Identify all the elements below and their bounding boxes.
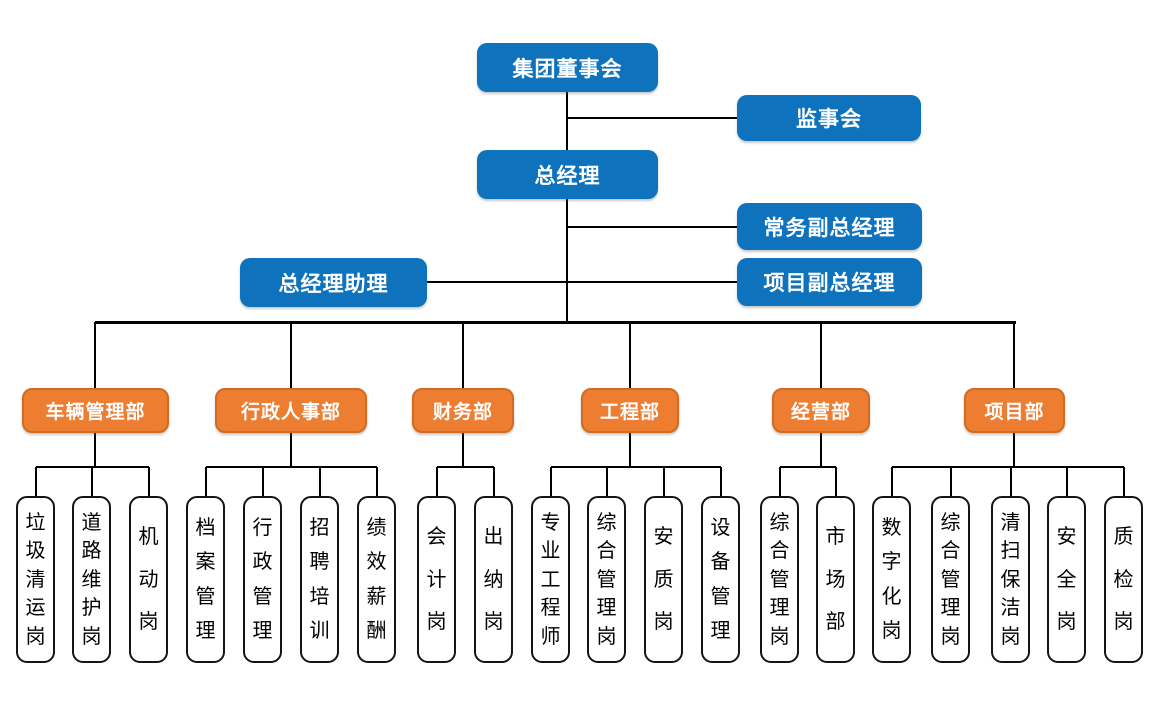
- dept-finance: 财务部: [412, 388, 514, 433]
- connector-drop: [205, 467, 207, 496]
- position-general-management: 综合管理岗: [760, 496, 799, 663]
- dept-vehicle-management: 车辆管理部: [22, 388, 169, 433]
- connector-drop: [376, 467, 378, 496]
- position-safety-quality: 安质岗: [644, 496, 683, 663]
- position-accounting: 会计岗: [417, 496, 456, 663]
- connector-stub: [629, 433, 631, 467]
- node-general-manager: 总经理: [477, 150, 658, 199]
- connector-child-bar: [437, 466, 494, 468]
- connector-drop: [148, 467, 150, 496]
- connector-drop: [629, 322, 631, 388]
- connector-supervisory: [567, 117, 739, 119]
- position-archives-management: 档案管理: [186, 496, 225, 663]
- connector-child-bar: [551, 466, 721, 468]
- connector-drop: [606, 467, 608, 496]
- position-cashier: 出纳岗: [474, 496, 513, 663]
- connector-drop: [663, 467, 665, 496]
- position-general-management: 综合管理岗: [931, 496, 970, 663]
- position-administrative-management: 行政管理: [243, 496, 282, 663]
- connector-drop: [779, 467, 781, 496]
- connector-stub: [462, 433, 464, 467]
- connector-child-bar: [780, 466, 836, 468]
- position-professional-engineer: 专业工程师: [531, 496, 570, 663]
- connector-drop: [436, 467, 438, 496]
- connector-drop: [462, 322, 464, 388]
- node-project-deputy-gm: 项目副总经理: [737, 258, 922, 306]
- position-garbage-collection: 垃圾清运岗: [16, 496, 55, 663]
- position-quality-inspection: 质检岗: [1104, 496, 1143, 663]
- connector-exec-deputy: [567, 226, 739, 228]
- position-performance-compensation: 绩效薪酬: [357, 496, 396, 663]
- dept-operations: 经营部: [772, 388, 870, 433]
- connector-stub: [94, 433, 96, 467]
- position-market-department: 市场部: [816, 496, 855, 663]
- position-mobile-duty: 机动岗: [129, 496, 168, 663]
- connector-stub: [820, 433, 822, 467]
- connector-gm-assistant: [426, 281, 567, 283]
- position-general-management: 综合管理岗: [587, 496, 626, 663]
- connector-trunk: [566, 92, 568, 323]
- connector-drop: [1013, 322, 1015, 388]
- node-gm-assistant: 总经理助理: [240, 258, 427, 307]
- connector-drop: [720, 467, 722, 496]
- connector-drop: [891, 467, 893, 496]
- position-safety: 安全岗: [1047, 496, 1086, 663]
- node-supervisory-board: 监事会: [737, 95, 921, 141]
- dept-project: 项目部: [964, 388, 1065, 433]
- connector-drop: [950, 467, 952, 496]
- position-equipment-management: 设备管理: [701, 496, 740, 663]
- connector-stub: [1013, 433, 1015, 467]
- connector-drop: [91, 467, 93, 496]
- connector-drop: [1066, 467, 1068, 496]
- connector-drop: [94, 322, 96, 388]
- connector-child-bar: [892, 466, 1124, 468]
- connector-drop: [550, 467, 552, 496]
- position-digitalization: 数字化岗: [872, 496, 911, 663]
- connector-drop: [820, 322, 822, 388]
- connector-child-bar: [206, 466, 377, 468]
- node-executive-deputy-gm: 常务副总经理: [737, 203, 922, 250]
- connector-drop: [493, 467, 495, 496]
- connector-project-deputy: [567, 281, 739, 283]
- connector-drop: [319, 467, 321, 496]
- dept-admin-hr: 行政人事部: [215, 388, 367, 433]
- connector-drop: [835, 467, 837, 496]
- dept-engineering: 工程部: [581, 388, 679, 433]
- node-board-of-directors: 集团董事会: [477, 43, 658, 92]
- connector-department-bar: [95, 321, 1016, 324]
- connector-drop: [262, 467, 264, 496]
- position-road-maintenance: 道路维护岗: [72, 496, 111, 663]
- connector-drop: [290, 322, 292, 388]
- connector-drop: [1123, 467, 1125, 496]
- connector-drop: [1010, 467, 1012, 496]
- connector-drop: [35, 467, 37, 496]
- position-cleaning: 清扫保洁岗: [991, 496, 1030, 663]
- position-recruitment-training: 招聘培训: [300, 496, 339, 663]
- connector-stub: [290, 433, 292, 467]
